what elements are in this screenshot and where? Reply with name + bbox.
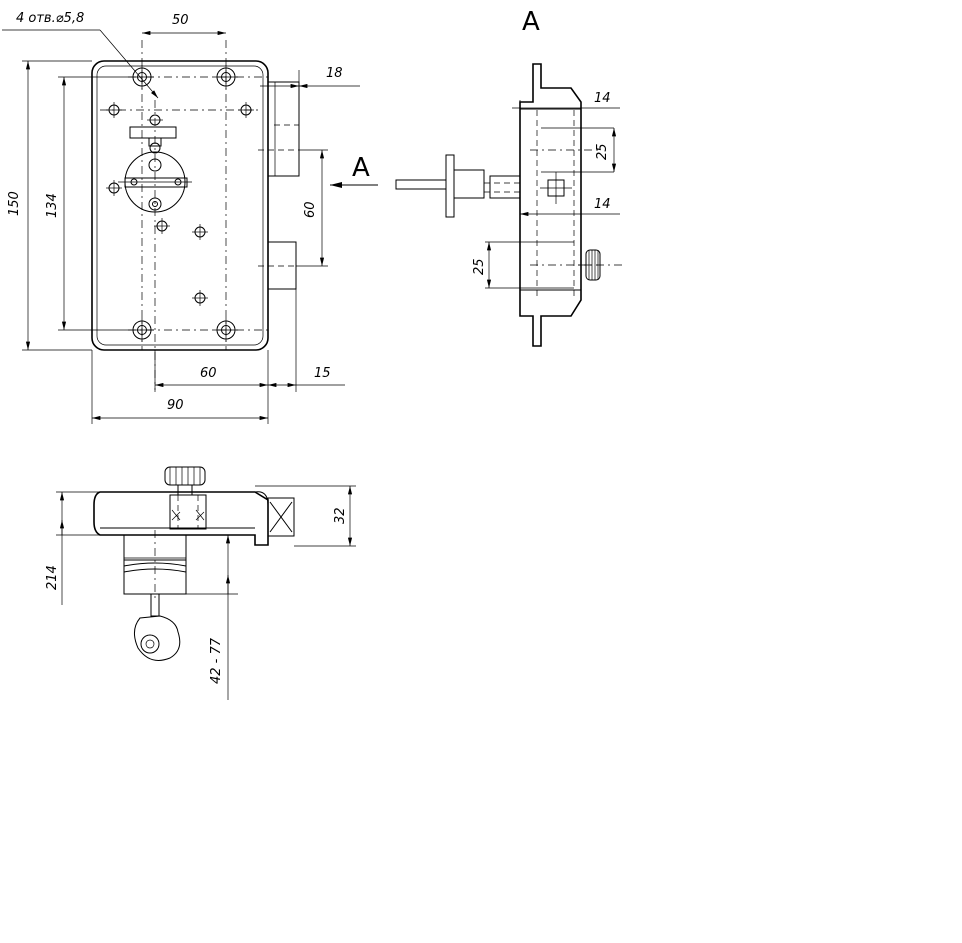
dim-label-14-bottom: 14 bbox=[594, 197, 611, 212]
dim-view-a-bolt-bottom: 25 bbox=[472, 242, 492, 288]
view-a: А bbox=[395, 7, 622, 347]
rivet-4 bbox=[106, 180, 122, 196]
hole-note: 4 отв.⌀5,8 bbox=[2, 11, 159, 99]
dim-bolt-offset: 18 bbox=[260, 66, 360, 90]
dim-label-42-77: 42 - 77 bbox=[209, 637, 224, 684]
side-view-mechanism bbox=[169, 494, 207, 530]
view-a-knob bbox=[578, 249, 622, 281]
dim-backset: 60 bbox=[154, 289, 297, 424]
side-view-strike bbox=[267, 497, 295, 537]
dim-side-door-thickness: 42 - 77 bbox=[186, 534, 238, 700]
dim-label-15: 15 bbox=[314, 366, 331, 381]
view-a-body bbox=[519, 63, 582, 347]
dim-label-60-horizontal: 60 bbox=[200, 366, 217, 381]
dim-label-150: 150 bbox=[7, 191, 22, 216]
cylinder bbox=[118, 142, 192, 213]
mounting-hole-br bbox=[214, 318, 238, 342]
front-view: 50 4 отв.⌀5,8 18 150 134 bbox=[2, 11, 378, 424]
dim-label-60-vertical: 60 bbox=[303, 201, 318, 218]
dim-side-depth: 32 bbox=[255, 485, 356, 547]
dim-view-a-bottom-width: 14 bbox=[520, 197, 620, 217]
latch-stem bbox=[148, 137, 162, 147]
dim-label-214: 214 bbox=[45, 565, 60, 590]
lock-body-outline bbox=[91, 60, 269, 351]
dim-label-134: 134 bbox=[45, 193, 60, 218]
mounting-hole-tl bbox=[130, 65, 154, 89]
dim-view-a-top-width: 14 bbox=[512, 91, 620, 110]
dim-bolt-projection: 15 bbox=[268, 366, 345, 388]
side-view-body bbox=[93, 491, 269, 546]
rivet-2 bbox=[238, 102, 254, 118]
view-a-title: А bbox=[522, 7, 540, 37]
lock-body-inner bbox=[96, 65, 264, 346]
dim-hole-spacing-v: 134 bbox=[45, 76, 130, 331]
dim-view-a-bolt-top: 25 bbox=[595, 128, 617, 172]
bolt-housing bbox=[258, 81, 300, 290]
dim-label-90: 90 bbox=[167, 398, 184, 413]
dim-side-total: 214 bbox=[45, 491, 124, 605]
side-view-cylinder bbox=[123, 530, 187, 600]
dim-hole-spacing-h: 50 bbox=[142, 13, 226, 36]
hole-note-label: 4 отв.⌀5,8 bbox=[16, 11, 84, 26]
mounting-hole-bl bbox=[130, 318, 154, 342]
dim-label-32: 32 bbox=[333, 507, 348, 524]
rivet-7 bbox=[192, 290, 208, 306]
dim-overall-width: 90 bbox=[91, 350, 268, 424]
side-view: 32 214 42 - 77 bbox=[45, 466, 356, 700]
rivet-1 bbox=[106, 102, 122, 118]
rivet-6 bbox=[192, 224, 208, 240]
dim-label-18: 18 bbox=[326, 66, 343, 81]
section-marker-label: А bbox=[352, 153, 370, 183]
latch-bar bbox=[129, 126, 177, 139]
side-view-knob bbox=[164, 466, 206, 496]
dim-bolt-spacing: 60 bbox=[296, 149, 328, 267]
side-view-key bbox=[134, 593, 181, 661]
dim-label-25-top: 25 bbox=[595, 143, 610, 160]
dim-label-25-bottom: 25 bbox=[472, 258, 487, 275]
dim-overall-height: 150 bbox=[7, 60, 92, 351]
rivet-5 bbox=[154, 218, 170, 234]
view-a-spindle bbox=[395, 154, 521, 218]
mounting-hole-tr bbox=[214, 65, 238, 89]
dim-label-50: 50 bbox=[172, 13, 189, 28]
rivet-3 bbox=[147, 114, 163, 126]
section-marker-a: А bbox=[330, 153, 378, 188]
dim-label-14-top: 14 bbox=[594, 91, 611, 106]
